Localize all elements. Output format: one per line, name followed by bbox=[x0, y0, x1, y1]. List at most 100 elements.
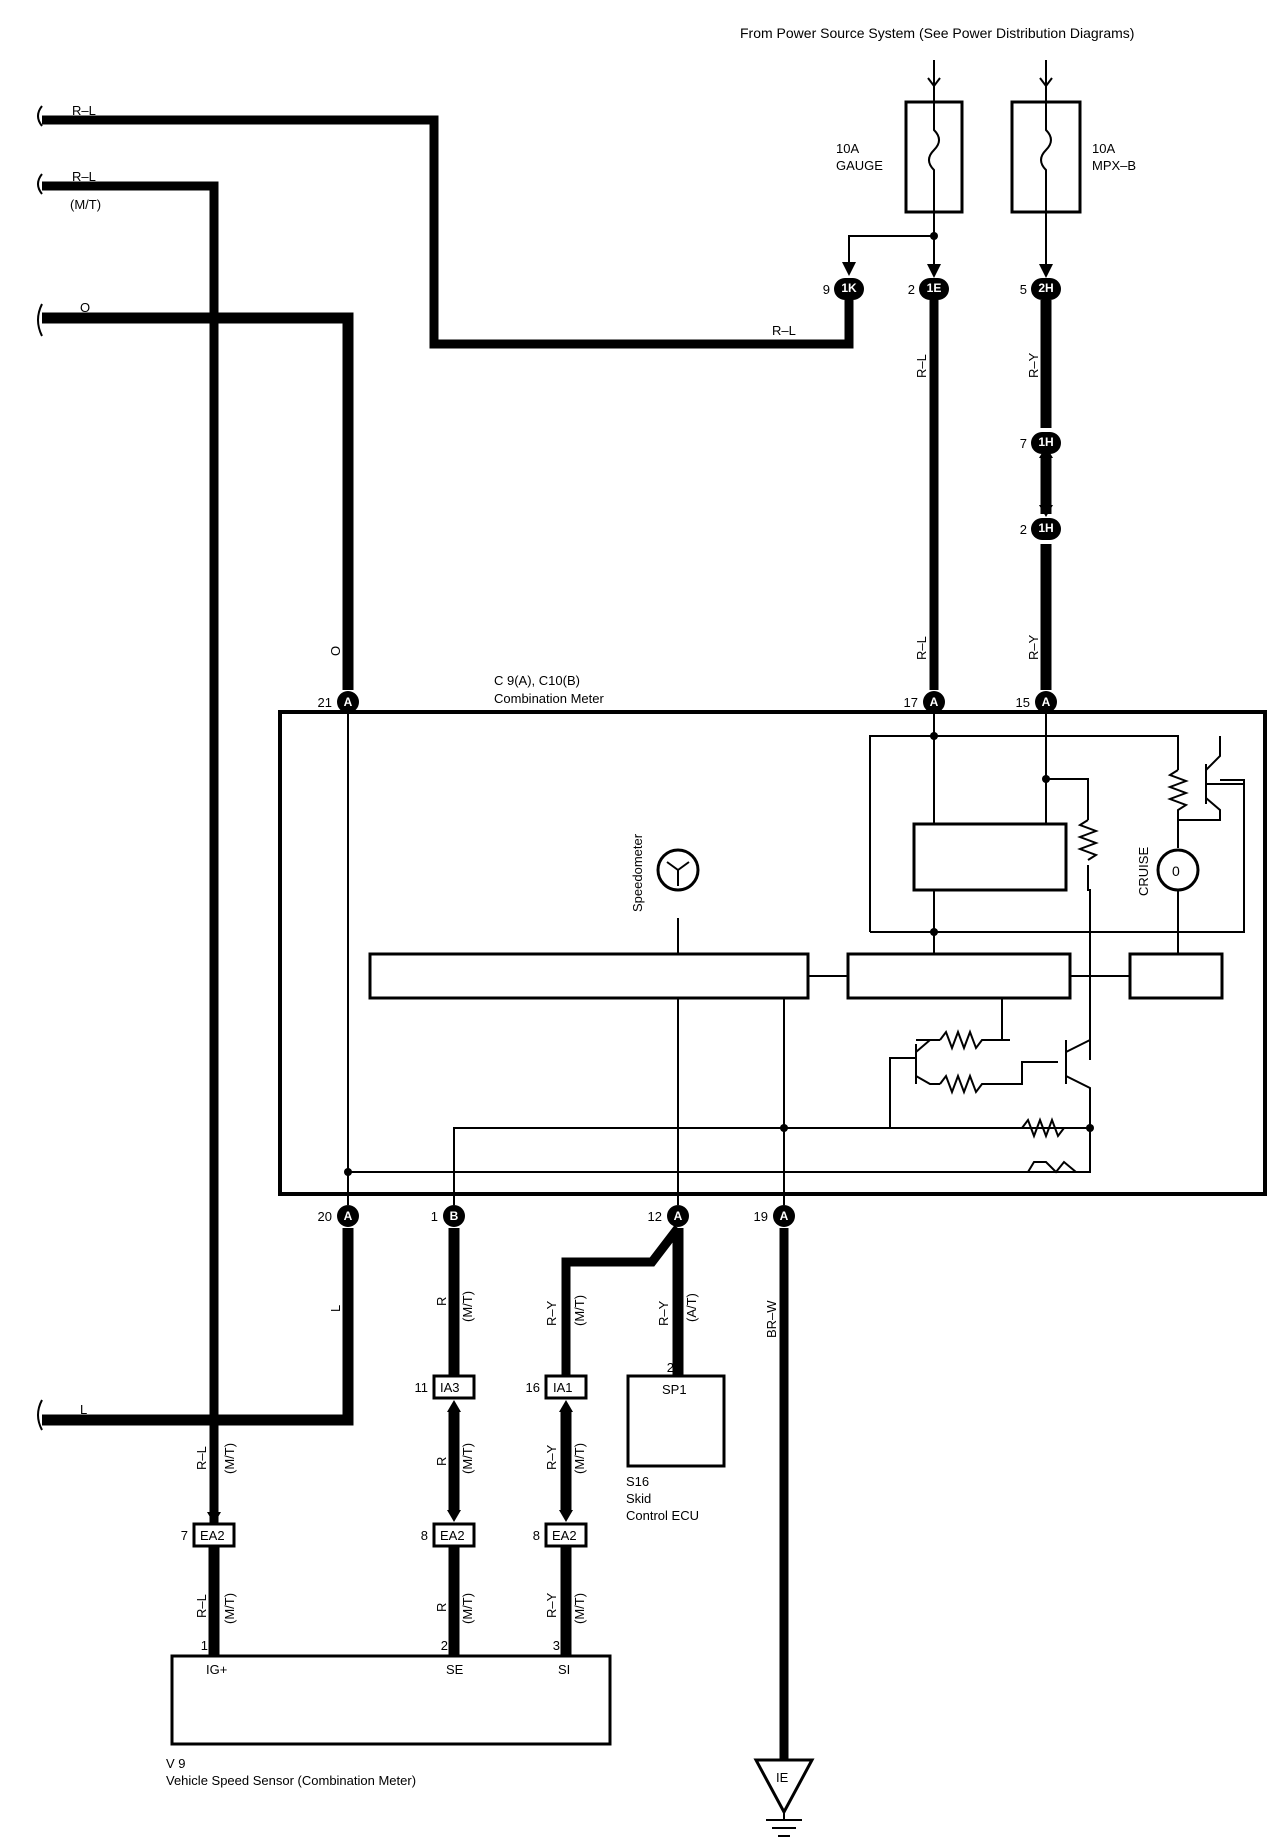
wire-label-ry-lower: R–Y bbox=[1026, 634, 1041, 660]
svg-text:7: 7 bbox=[1020, 436, 1027, 451]
connector-2h: 2H 5 bbox=[1020, 278, 1061, 300]
wire-label-ry-bottom: R–Y bbox=[544, 1592, 559, 1618]
svg-text:15: 15 bbox=[1016, 695, 1030, 710]
svg-text:A: A bbox=[344, 695, 353, 709]
wire-label-top-rl: R–L bbox=[72, 103, 96, 118]
svg-text:7: 7 bbox=[181, 1528, 188, 1543]
svg-text:SP1: SP1 bbox=[662, 1382, 687, 1397]
svg-text:2: 2 bbox=[667, 1360, 674, 1375]
fuse-gauge-name: GAUGE bbox=[836, 158, 883, 173]
cruise-lamp-symbol: 0 bbox=[1172, 863, 1180, 879]
wire-label-rl-gauge-upper: R–L bbox=[914, 354, 929, 378]
svg-text:19: 19 bbox=[754, 1209, 768, 1224]
svg-text:17: 17 bbox=[904, 695, 918, 710]
svg-text:A: A bbox=[780, 1209, 789, 1223]
svg-text:20: 20 bbox=[318, 1209, 332, 1224]
wire-label-rl-mid: R–L bbox=[772, 323, 796, 338]
power-source-label: From Power Source System (See Power Dist… bbox=[740, 25, 1134, 41]
svg-text:B: B bbox=[450, 1209, 459, 1223]
skid-control-ecu: 2 SP1 S16 Skid Control ECU bbox=[626, 1360, 726, 1523]
connector-1k: 1K 9 bbox=[823, 278, 864, 300]
wire-label-mt-rl-bottom: (M/T) bbox=[222, 1593, 237, 1624]
svg-text:2: 2 bbox=[908, 282, 915, 297]
wire-label-mt-r-bottom: (M/T) bbox=[460, 1593, 475, 1624]
terminal-si: SI bbox=[558, 1662, 570, 1677]
svg-text:8: 8 bbox=[533, 1528, 540, 1543]
fuse-gauge: 10A GAUGE bbox=[836, 60, 964, 214]
svg-text:A: A bbox=[930, 695, 939, 709]
pin-15a: A 15 bbox=[1016, 691, 1057, 713]
fuse-mpx: 10A MPX–B bbox=[1010, 60, 1136, 214]
wire-label-r-upper: R bbox=[434, 1297, 449, 1306]
wire-label-rl-bottom: R–L bbox=[194, 1594, 209, 1618]
svg-text:IE: IE bbox=[776, 1770, 789, 1785]
skid-ecu-id: S16 bbox=[626, 1474, 649, 1489]
svg-text:2: 2 bbox=[441, 1638, 448, 1653]
wire-label-brw: BR–W bbox=[764, 1300, 779, 1338]
svg-text:1: 1 bbox=[431, 1209, 438, 1224]
wire-label-l-vert: L bbox=[328, 1305, 343, 1312]
connector-ea2-ig: EA2 7 bbox=[181, 1522, 236, 1548]
svg-text:21: 21 bbox=[318, 695, 332, 710]
svg-text:EA2: EA2 bbox=[440, 1528, 465, 1543]
svg-text:IA1: IA1 bbox=[553, 1380, 573, 1395]
ground-ie: IE bbox=[753, 1758, 815, 1837]
speedometer-label: Speedometer bbox=[630, 833, 645, 912]
connector-ia1: IA1 16 bbox=[526, 1374, 588, 1400]
svg-text:1: 1 bbox=[201, 1638, 208, 1653]
wire-label-mt-ry-bottom: (M/T) bbox=[572, 1593, 587, 1624]
svg-text:A: A bbox=[674, 1209, 683, 1223]
connector-1e: 1E 2 bbox=[908, 278, 949, 300]
wire-label-mt-ry-upper: (M/T) bbox=[572, 1295, 587, 1326]
svg-text:1H: 1H bbox=[1038, 435, 1053, 449]
pin-19a: A 19 bbox=[754, 1205, 795, 1227]
pin-17a: A 17 bbox=[904, 691, 945, 713]
wire-label-mt-r-upper: (M/T) bbox=[460, 1291, 475, 1322]
svg-text:EA2: EA2 bbox=[200, 1528, 225, 1543]
wire-label-r-bottom: R bbox=[434, 1603, 449, 1612]
pin-21a: A 21 bbox=[318, 691, 359, 713]
pin-1b: B 1 bbox=[431, 1205, 465, 1227]
svg-text:5: 5 bbox=[1020, 282, 1027, 297]
connector-ea2-si: EA2 8 bbox=[533, 1522, 588, 1548]
wire-label-ry-mt-upper: R–Y bbox=[544, 1300, 559, 1326]
speedometer-driver-box bbox=[368, 952, 810, 1000]
cruise-driver-box bbox=[1128, 952, 1224, 1000]
svg-text:8: 8 bbox=[421, 1528, 428, 1543]
connector-ea2-se: EA2 8 bbox=[421, 1522, 476, 1548]
wire-label-at: (A/T) bbox=[684, 1293, 699, 1322]
combination-meter-box bbox=[278, 710, 1267, 1196]
svg-text:12: 12 bbox=[648, 1209, 662, 1224]
fuse-mpx-rating: 10A bbox=[1092, 141, 1115, 156]
speed-sensor-id: V 9 bbox=[166, 1756, 186, 1771]
svg-text:2H: 2H bbox=[1038, 281, 1053, 295]
skid-ecu-name-2: Control ECU bbox=[626, 1508, 699, 1523]
connector-1h-lower: 1H 2 bbox=[1020, 518, 1061, 540]
connector-1h-upper: 1H 7 bbox=[1020, 432, 1061, 454]
svg-text:A: A bbox=[1042, 695, 1051, 709]
combination-meter-id: C 9(A), C10(B) bbox=[494, 673, 580, 688]
svg-text:1K: 1K bbox=[841, 281, 857, 295]
fuse-gauge-rating: 10A bbox=[836, 141, 859, 156]
wire-label-mt-rl-lower: (M/T) bbox=[222, 1443, 237, 1474]
wire-label-o-vert: O bbox=[328, 646, 343, 656]
pin-12a: A 12 bbox=[648, 1205, 689, 1227]
wire-label-mt-ry-lower: (M/T) bbox=[572, 1443, 587, 1474]
meter-ic-box bbox=[846, 952, 1072, 1000]
wire-label-second-rl: R–L bbox=[72, 169, 96, 184]
svg-text:EA2: EA2 bbox=[552, 1528, 577, 1543]
wire-label-second-note: (M/T) bbox=[70, 197, 101, 212]
wire-label-o: O bbox=[80, 300, 90, 315]
svg-text:1E: 1E bbox=[927, 281, 942, 295]
connector-ia3: IA3 11 bbox=[415, 1374, 476, 1400]
svg-text:A: A bbox=[344, 1209, 353, 1223]
svg-text:9: 9 bbox=[823, 282, 830, 297]
svg-text:1H: 1H bbox=[1038, 521, 1053, 535]
wire-label-ry-upper: R–Y bbox=[1026, 352, 1041, 378]
speed-sensor-name: Vehicle Speed Sensor (Combination Meter) bbox=[166, 1773, 416, 1788]
wire-label-mt-r-lower: (M/T) bbox=[460, 1443, 475, 1474]
svg-text:2: 2 bbox=[1020, 522, 1027, 537]
wire-label-ry-lower-mt: R–Y bbox=[544, 1444, 559, 1470]
wire-label-rl-gauge-lower: R–L bbox=[914, 636, 929, 660]
